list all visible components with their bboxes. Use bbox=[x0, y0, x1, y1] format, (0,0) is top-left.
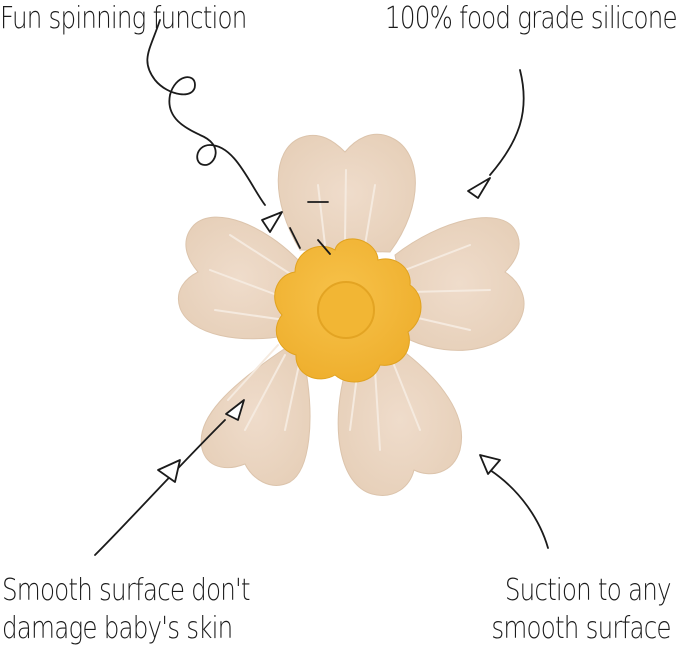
label-smooth-surface: Smooth surface don't damage baby's skin bbox=[2, 572, 251, 648]
label-suction-line1: Suction to any bbox=[505, 573, 672, 608]
center-button bbox=[317, 281, 375, 339]
label-silicone-text: 100% food grade silicone bbox=[385, 1, 678, 36]
arrow-smooth-surface bbox=[94, 399, 245, 556]
label-smooth-line2: damage baby's skin bbox=[2, 611, 233, 646]
flower-toy bbox=[178, 133, 525, 496]
label-smooth-line1: Smooth surface don't bbox=[2, 573, 251, 608]
label-food-grade-silicone: 100% food grade silicone bbox=[385, 0, 678, 38]
spin-motion-marks bbox=[289, 201, 331, 255]
petal-left bbox=[178, 216, 301, 340]
petal-right bbox=[394, 217, 525, 351]
petal-bottom-left bbox=[200, 344, 311, 486]
arrow-spinning bbox=[146, 19, 283, 233]
label-spinning-function: Fun spinning function bbox=[0, 0, 247, 38]
arrow-suction bbox=[479, 454, 549, 549]
arrow-silicone bbox=[467, 69, 525, 199]
petal-veins bbox=[209, 169, 491, 451]
label-suction-line2: smooth surface bbox=[491, 611, 672, 646]
petal-top bbox=[277, 133, 416, 253]
label-suction: Suction to any smooth surface bbox=[491, 572, 672, 648]
petal-bottom-right bbox=[337, 344, 462, 496]
label-spinning-text: Fun spinning function bbox=[0, 1, 247, 36]
